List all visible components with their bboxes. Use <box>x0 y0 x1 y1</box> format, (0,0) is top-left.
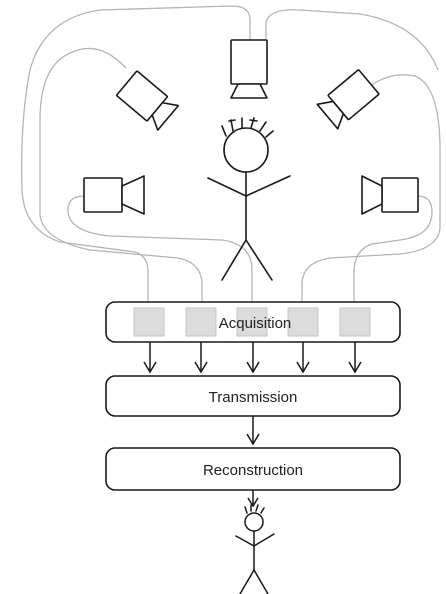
subject-stick-figure <box>207 117 291 281</box>
cable-left-camera <box>67 195 253 308</box>
camera-upper-left-icon <box>116 70 180 131</box>
acquisition-sensors <box>133 307 371 337</box>
transmission-to-reconstruction-arrow <box>246 416 260 446</box>
arrow-3 <box>246 342 260 374</box>
viewer-arms <box>235 533 275 547</box>
camera-top-icon <box>230 39 268 99</box>
acquisition-label: Acquisition <box>219 315 292 332</box>
subject-head <box>223 127 269 173</box>
reconstruction-stage: Reconstruction <box>105 447 401 491</box>
camera-cables <box>21 5 441 308</box>
arrow-1 <box>143 342 157 374</box>
cable-upper-left-camera <box>39 47 203 308</box>
acquisition-to-transmission-arrows <box>143 342 362 374</box>
camera-right-icon <box>361 175 419 215</box>
arrow-2 <box>194 342 208 374</box>
cable-top-camera-right <box>265 9 439 71</box>
subject-arms <box>207 175 291 197</box>
sensor-4 <box>287 307 319 337</box>
viewer-stick-figure <box>235 504 275 594</box>
camera-left-icon <box>83 175 145 215</box>
cable-upper-right-camera <box>301 74 441 308</box>
transmission-label: Transmission <box>209 389 298 406</box>
arrow-4 <box>296 342 310 374</box>
cable-top-camera <box>21 5 251 308</box>
viewer-hair <box>244 504 265 514</box>
arrow-5 <box>348 342 362 374</box>
sensor-1 <box>133 307 165 337</box>
sensor-5 <box>339 307 371 337</box>
sensor-3 <box>236 307 268 337</box>
camera-upper-right-icon <box>316 69 380 130</box>
acquisition-stage: Acquisition <box>105 301 401 343</box>
reconstruction-label: Reconstruction <box>203 462 303 479</box>
subject-legs <box>221 238 273 281</box>
viewer-head <box>244 512 264 532</box>
viewer-legs <box>239 568 269 594</box>
sensor-2 <box>185 307 217 337</box>
cable-right-camera <box>353 195 433 308</box>
subject-hair <box>221 117 274 138</box>
reconstruction-to-viewer-arrow <box>247 490 259 508</box>
transmission-stage: Transmission <box>105 375 401 417</box>
cameras <box>83 39 419 215</box>
